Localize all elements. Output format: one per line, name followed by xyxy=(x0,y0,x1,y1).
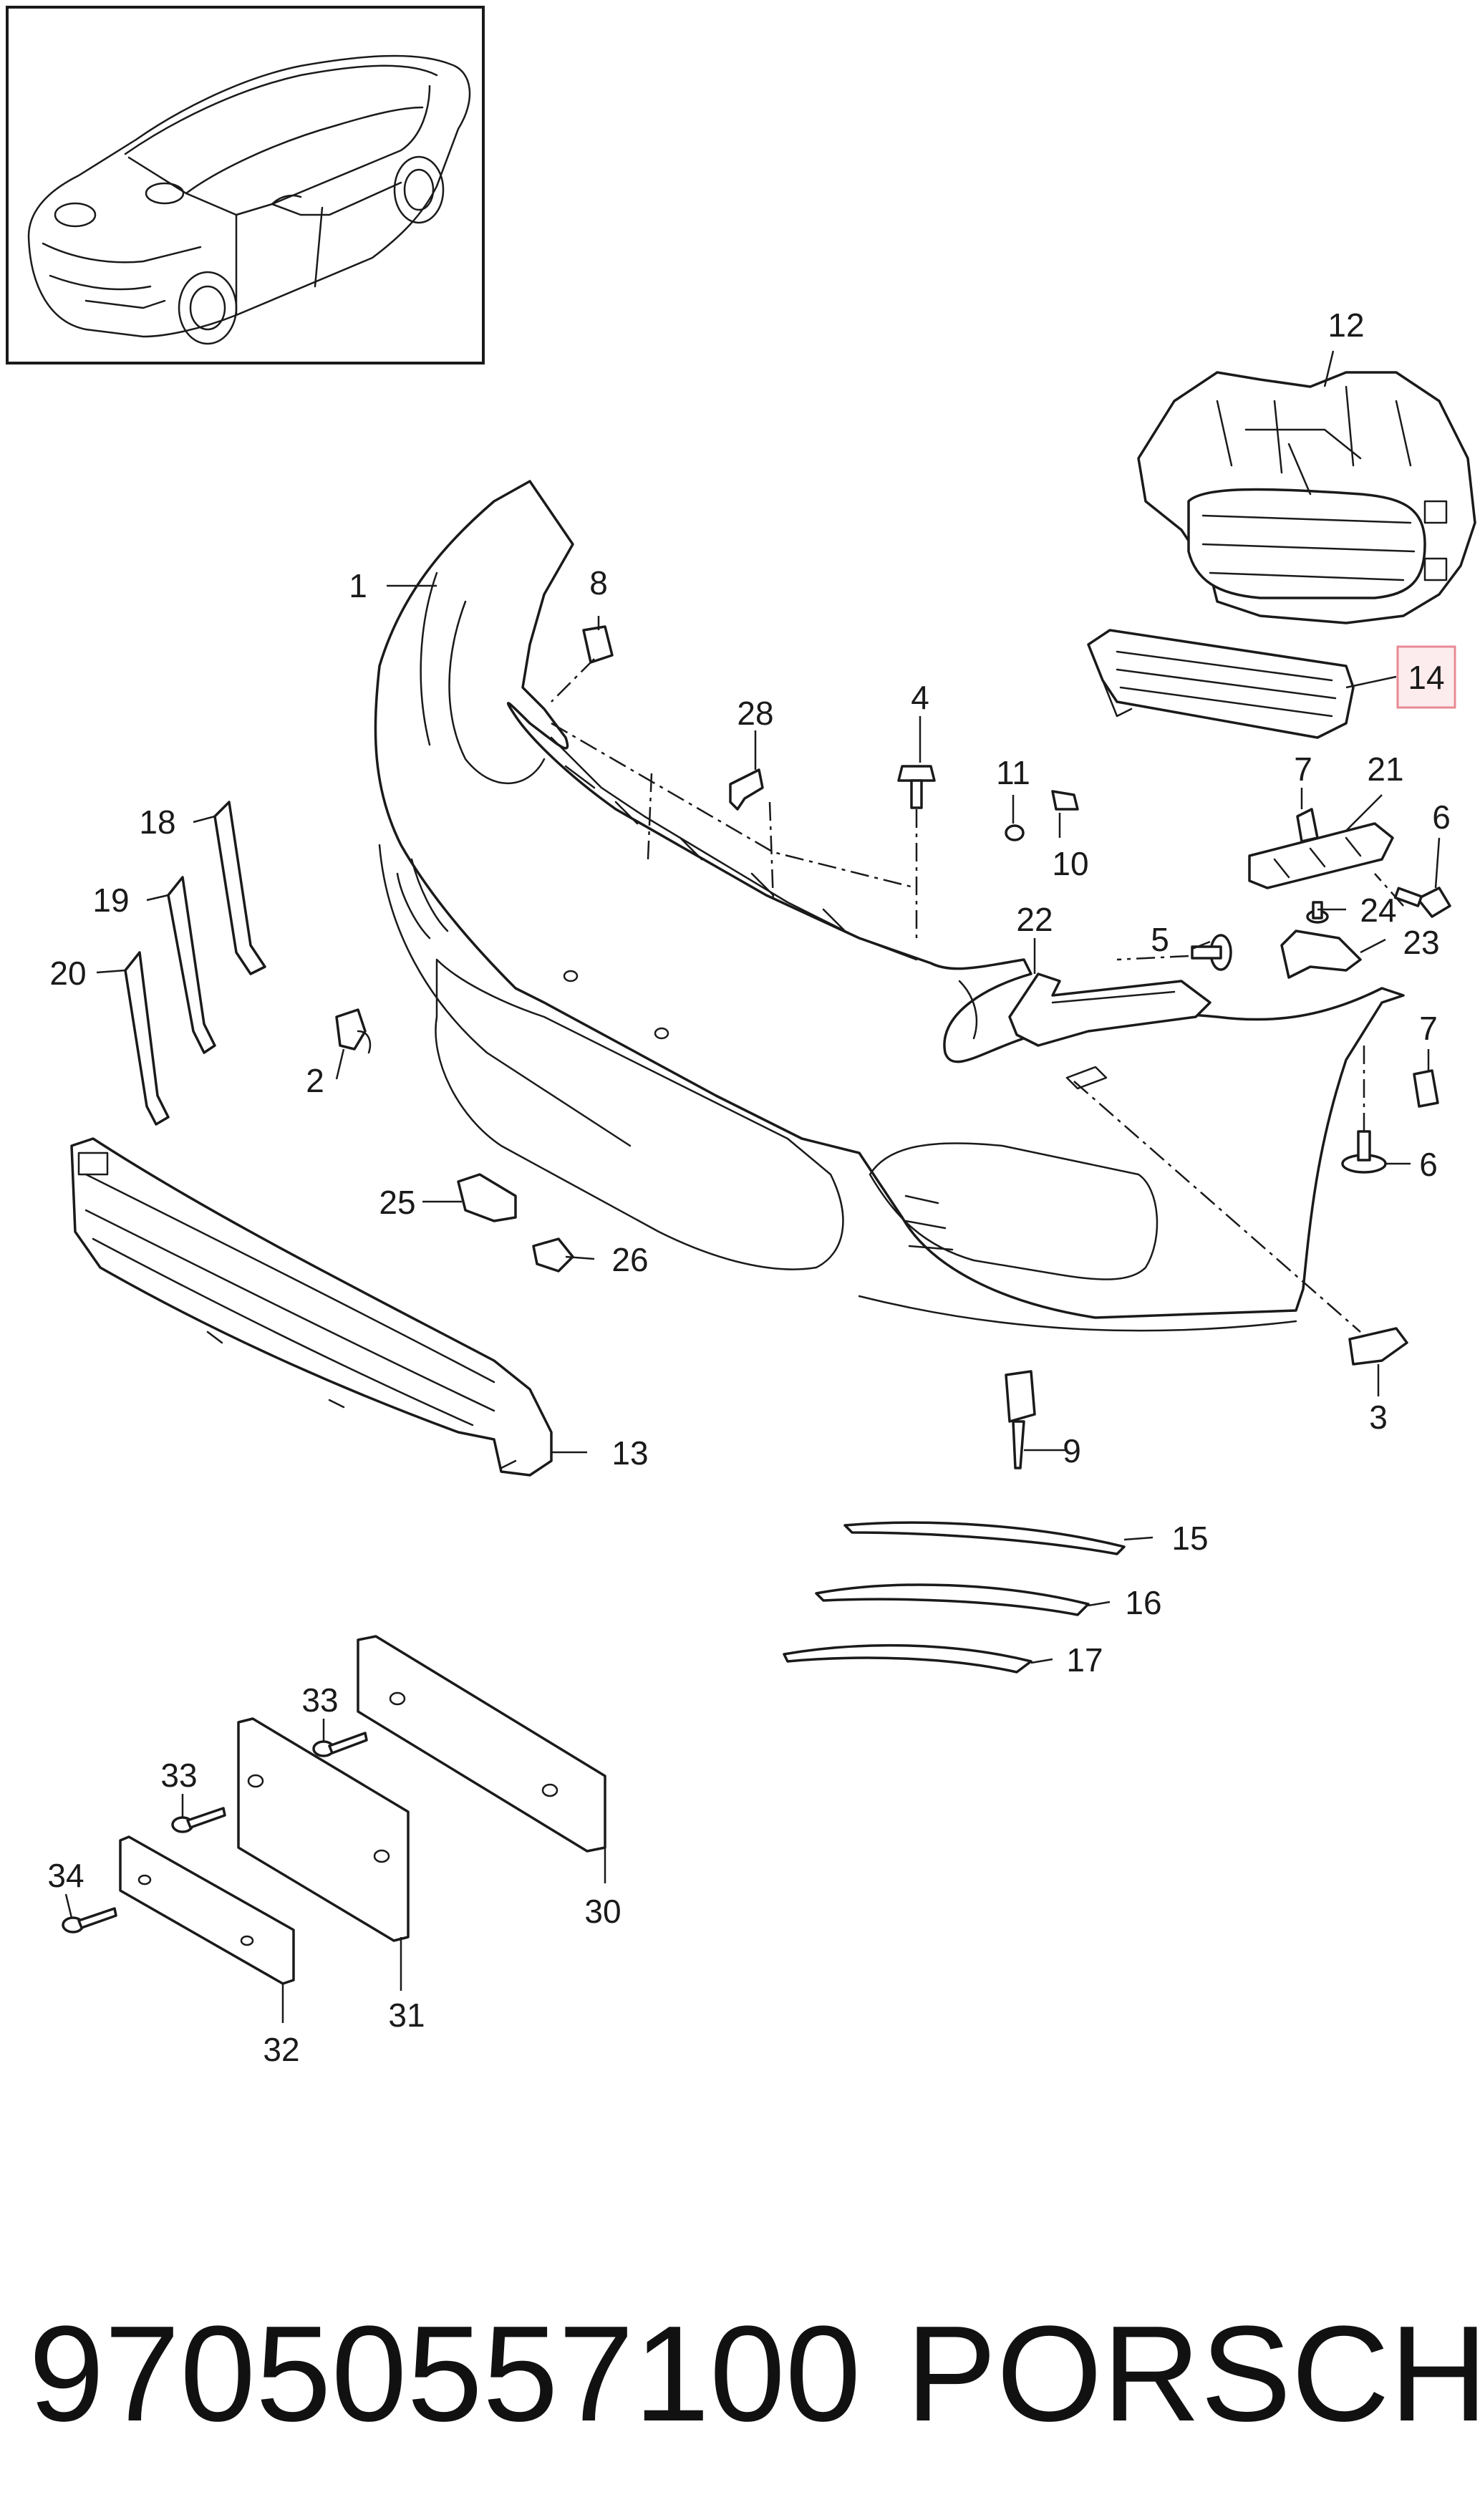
callout-33-upper[interactable]: 33 xyxy=(301,1681,338,1719)
callout-7-upper[interactable]: 7 xyxy=(1294,750,1312,788)
callout-10[interactable]: 10 xyxy=(1052,845,1088,882)
callout-16[interactable]: 16 xyxy=(1125,1584,1161,1621)
callout-7-lower[interactable]: 7 xyxy=(1419,1010,1438,1047)
callout-3[interactable]: 3 xyxy=(1369,1399,1388,1436)
callout-31[interactable]: 31 xyxy=(388,1997,425,2034)
part-14-grille-insert[interactable] xyxy=(1087,629,1355,739)
part-26-clip[interactable] xyxy=(532,1237,574,1273)
part-number: 97050557100 xyxy=(29,2298,861,2450)
callout-4[interactable]: 4 xyxy=(911,679,929,716)
part-16-trim-strip[interactable] xyxy=(815,1583,1090,1616)
part-6-bolt-lower[interactable] xyxy=(1341,1130,1387,1174)
part-32-license-plate-spacer[interactable] xyxy=(119,1835,295,1985)
part-7-clip-upper[interactable] xyxy=(1296,808,1319,843)
callout-33-lower[interactable]: 33 xyxy=(160,1757,197,1794)
callout-14[interactable]: 14 xyxy=(1408,659,1444,696)
callout-34[interactable]: 34 xyxy=(47,1857,84,1894)
callout-labels: 1 2 3 4 5 6 6 7 7 8 9 10 11 12 13 14 15 … xyxy=(47,306,1450,2068)
callout-26[interactable]: 26 xyxy=(611,1241,648,1278)
part-5-fastener[interactable] xyxy=(1191,934,1232,971)
callout-5[interactable]: 5 xyxy=(1151,921,1169,958)
part-34-screw[interactable] xyxy=(62,1907,117,1934)
callout-25[interactable]: 25 xyxy=(379,1184,415,1221)
part-20-side-trim[interactable] xyxy=(124,951,170,1126)
callout-32[interactable]: 32 xyxy=(263,2031,299,2068)
part-8-clip[interactable] xyxy=(582,625,614,664)
part-21-bracket[interactable] xyxy=(1248,822,1394,889)
part-33-screw-upper[interactable] xyxy=(312,1732,368,1757)
part-24-screw[interactable] xyxy=(1306,901,1329,924)
brand-name: PORSCHE xyxy=(906,2298,1480,2450)
part-22-bracket[interactable] xyxy=(1008,972,1211,1047)
callout-12[interactable]: 12 xyxy=(1327,306,1364,344)
callout-2[interactable]: 2 xyxy=(306,1062,324,1099)
callout-1[interactable]: 1 xyxy=(349,567,367,604)
callout-22[interactable]: 22 xyxy=(1016,901,1053,938)
callout-24[interactable]: 24 xyxy=(1360,892,1396,929)
callout-17[interactable]: 17 xyxy=(1066,1641,1103,1679)
callout-13[interactable]: 13 xyxy=(611,1434,648,1472)
part-9-sensor[interactable] xyxy=(1005,1370,1036,1469)
assembly-lines xyxy=(551,658,1404,1333)
part-15-trim-strip[interactable] xyxy=(843,1521,1126,1555)
part-10-clip[interactable] xyxy=(1051,790,1079,811)
callout-9[interactable]: 9 xyxy=(1063,1432,1081,1469)
part-3-cover[interactable] xyxy=(1348,1327,1408,1366)
callout-30[interactable]: 30 xyxy=(584,1893,621,1930)
part-23-cover[interactable] xyxy=(1280,930,1362,979)
part-1-bumper-cover[interactable] xyxy=(374,480,1405,1332)
callout-20[interactable]: 20 xyxy=(49,955,86,992)
callout-6-upper[interactable]: 6 xyxy=(1432,798,1451,836)
part-18-side-trim[interactable] xyxy=(213,801,266,975)
callout-28[interactable]: 28 xyxy=(737,695,773,732)
callout-18[interactable]: 18 xyxy=(139,803,175,841)
callout-6-lower[interactable]: 6 xyxy=(1419,1146,1438,1183)
part-19-side-trim[interactable] xyxy=(167,876,216,1054)
part-25-bracket[interactable] xyxy=(457,1173,517,1222)
callout-21[interactable]: 21 xyxy=(1367,750,1403,788)
part-2-clip[interactable] xyxy=(335,1008,372,1054)
callout-23[interactable]: 23 xyxy=(1403,924,1439,961)
part-17-trim-strip[interactable] xyxy=(783,1643,1032,1674)
part-6-bolt-upper[interactable] xyxy=(1393,887,1451,918)
callout-14-highlight xyxy=(1396,645,1456,709)
part-31-license-plate-holder[interactable] xyxy=(237,1717,410,1942)
part-33-screw-lower[interactable] xyxy=(171,1807,226,1833)
part-4-screw[interactable] xyxy=(897,765,936,809)
part-11-nut[interactable] xyxy=(1005,824,1025,841)
part-28-clip[interactable] xyxy=(729,768,764,811)
part-13-lower-grille[interactable] xyxy=(70,1137,553,1477)
part-12-intake-bracket[interactable] xyxy=(1137,371,1476,624)
callout-8[interactable]: 8 xyxy=(589,564,608,602)
vehicle-thumbnail[interactable] xyxy=(6,6,485,365)
callout-15[interactable]: 15 xyxy=(1171,1520,1208,1557)
callout-11[interactable]: 11 xyxy=(996,754,1030,791)
callout-leaders xyxy=(64,350,1441,2023)
part-7-clip-lower[interactable] xyxy=(1413,1069,1439,1108)
callout-19[interactable]: 19 xyxy=(92,882,129,919)
